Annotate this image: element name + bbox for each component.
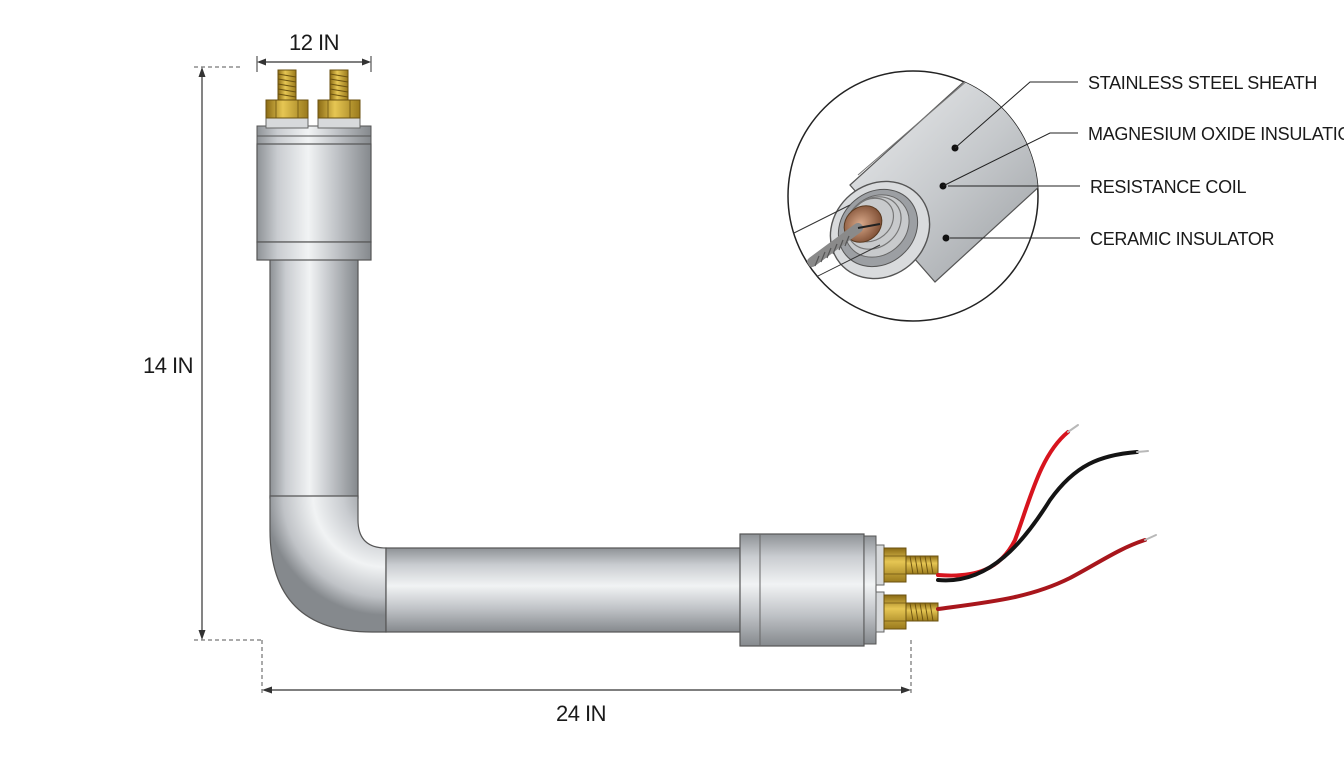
dimension-bottom-length: 24 IN — [261, 640, 912, 726]
dimension-label-14in: 14 IN — [143, 353, 193, 378]
top-terminal-right — [317, 69, 361, 129]
dimension-label-24in: 24 IN — [556, 701, 606, 726]
callout-sheath: STAINLESS STEEL SHEATH — [1088, 73, 1317, 93]
callout-insulator: CERAMIC INSULATOR — [1090, 229, 1275, 249]
heating-element — [256, 69, 1157, 647]
horizontal-tube — [385, 547, 743, 633]
wire-red-lower — [936, 538, 1147, 611]
wire-black — [936, 450, 1139, 583]
callout-insulation: MAGNESIUM OXIDE INSULATION — [1088, 124, 1344, 144]
end-terminal-lower — [875, 591, 939, 633]
vertical-tube — [269, 257, 359, 499]
callout-coil: RESISTANCE COIL — [1090, 177, 1246, 197]
wire-red-upper — [936, 430, 1070, 578]
lead-wires — [936, 424, 1157, 611]
cutaway-detail — [787, 70, 1080, 322]
top-terminal-housing — [256, 125, 372, 261]
dimension-top-width: 12 IN — [256, 30, 372, 72]
dimension-height: 14 IN — [143, 66, 262, 641]
end-terminal-upper — [875, 544, 939, 586]
top-terminal-left — [265, 69, 309, 129]
tube-elbow — [269, 495, 387, 633]
end-terminal-housing — [739, 533, 877, 647]
dimension-label-12in: 12 IN — [289, 30, 339, 55]
